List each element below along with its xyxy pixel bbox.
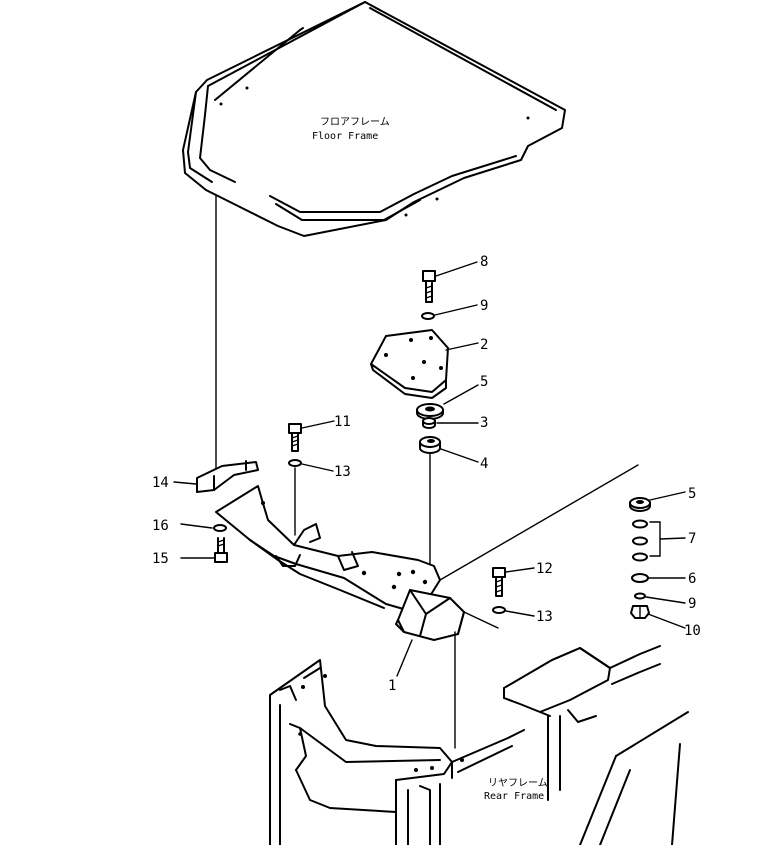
rear-frame — [269, 645, 689, 845]
callout-9-upper: 9 — [480, 298, 488, 314]
alignment-line-diagonal — [439, 464, 639, 581]
washer-9-upper — [421, 312, 435, 320]
cushion-5-upper — [416, 403, 444, 420]
washer-6 — [631, 573, 649, 583]
callout-14: 14 — [152, 475, 169, 491]
callout-7: 7 — [688, 531, 696, 547]
collar-3 — [422, 417, 436, 429]
bolt-11 — [288, 423, 302, 452]
callout-6: 6 — [688, 571, 696, 587]
bolt-15 — [214, 537, 228, 563]
bracket-14 — [196, 460, 259, 493]
washer-13-upper — [288, 459, 302, 467]
callout-11: 11 — [334, 414, 351, 430]
rear-frame-caption-en: Rear Frame — [484, 791, 544, 802]
cushion-5-lower — [629, 497, 651, 512]
callout-1: 1 — [388, 678, 396, 694]
cushion-4 — [419, 436, 441, 454]
callout-9-lower: 9 — [688, 596, 696, 612]
washer-13-lower — [492, 606, 506, 614]
callout-16: 16 — [152, 518, 169, 534]
callout-5-lower: 5 — [688, 486, 696, 502]
callout-8: 8 — [480, 254, 488, 270]
callout-13-lower: 13 — [536, 609, 553, 625]
rear-frame-caption-jp: リヤフレーム — [488, 777, 548, 789]
callout-12: 12 — [536, 561, 553, 577]
callout-13-upper: 13 — [334, 464, 351, 480]
bolt-8 — [422, 270, 436, 303]
nut-10 — [630, 605, 650, 619]
callout-2: 2 — [480, 337, 488, 353]
floor-frame-caption-en: Floor Frame — [312, 131, 378, 142]
main-bracket-1 — [215, 485, 465, 641]
callout-4: 4 — [480, 456, 488, 472]
washer-9-lower — [634, 592, 646, 600]
mount-plate-2 — [370, 329, 449, 399]
washers-7 — [632, 519, 686, 562]
floor-frame — [182, 1, 566, 237]
bolt-12 — [492, 567, 506, 597]
callout-10: 10 — [684, 623, 701, 639]
washer-16 — [213, 524, 227, 532]
callout-3: 3 — [480, 415, 488, 431]
floor-frame-caption-jp: フロアフレーム — [320, 116, 390, 128]
callout-15: 15 — [152, 551, 169, 567]
callout-5-upper: 5 — [480, 374, 488, 390]
